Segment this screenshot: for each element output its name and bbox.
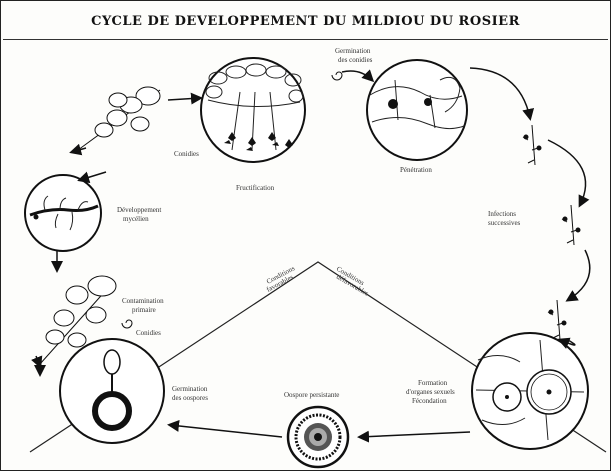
penetration-illustration [367, 60, 467, 160]
germination-oospores-illustration [60, 339, 164, 443]
small-sprigs [523, 125, 580, 340]
developpement-mycelien-illustration [25, 175, 101, 251]
label-germination-conidies-2: des conidies [338, 56, 373, 64]
fructification-illustration [201, 58, 305, 162]
label-contamination-primaire-1: Contamination [122, 297, 164, 305]
label-penetration: Pénétration [400, 166, 432, 174]
label-developpement-mycelien-2: mycélien [123, 215, 149, 223]
svg-text:Germination: Germination [335, 47, 371, 55]
rose-branch-top [78, 87, 160, 150]
label-conidies-left: Conidies [136, 329, 161, 337]
label-germination-oospores-1: Germination [172, 385, 208, 393]
label-germination-oospores-2: des oospores [172, 394, 208, 402]
label-germination-conidies-1: Germination [335, 47, 371, 55]
label-conidies-top: Conidies [174, 150, 199, 158]
label-formation-1: Formation [418, 379, 448, 387]
label-oospore-persistante: Oospore persistante [284, 391, 339, 399]
formation-organes-illustration [472, 333, 588, 449]
label-contamination-primaire-2: primaire [132, 306, 156, 314]
label-formation-3: Fécondation [412, 397, 447, 405]
svg-text:des conidies: des conidies [338, 56, 373, 64]
label-infections-successives-2: successives [488, 219, 521, 227]
label-infections-successives-1: Infections [488, 210, 516, 218]
label-fructification: Fructification [236, 184, 275, 192]
label-formation-2: d'organes sexuels [406, 388, 455, 396]
oospore-persistante-illustration [288, 407, 348, 467]
label-developpement-mycelien-1: Développement [117, 206, 161, 214]
